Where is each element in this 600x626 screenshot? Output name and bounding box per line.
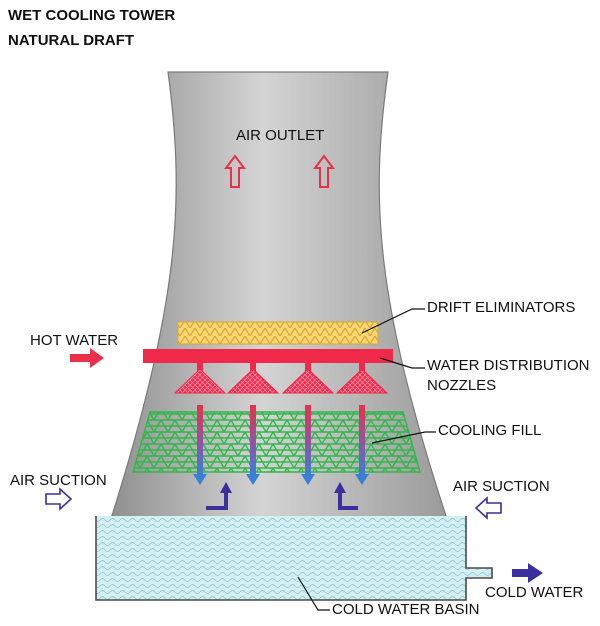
water-flow-arrow — [355, 405, 369, 485]
cooling-fill — [132, 411, 421, 473]
diagram-title: WET COOLING TOWER — [8, 7, 175, 24]
cold-water-label: COLD WATER — [485, 584, 584, 601]
nozzle — [173, 368, 227, 394]
drift-eliminators — [177, 321, 379, 345]
nozzle — [335, 368, 389, 394]
water-flow-arrow — [246, 405, 260, 485]
air-suction-right-arrow — [474, 496, 502, 520]
water-distribution-label: WATER DISTRIBUTION — [427, 357, 590, 374]
cooling-fill-label: COOLING FILL — [438, 422, 541, 439]
cold-water-basin — [95, 516, 493, 601]
air-outlet-label: AIR OUTLET — [236, 127, 324, 144]
air-suction-right-label: AIR SUCTION — [453, 478, 550, 495]
air-outlet-arrow-left — [224, 154, 246, 188]
cold-water-basin-label: COLD WATER BASIN — [332, 601, 480, 618]
air-suction-left-label: AIR SUCTION — [10, 472, 107, 489]
water-flow-arrow — [301, 405, 315, 485]
water-distribution-pipe — [143, 349, 393, 363]
nozzle-group — [173, 363, 389, 394]
air-outlet-arrow-right — [313, 154, 335, 188]
hot-water-label: HOT WATER — [30, 332, 118, 349]
diagram-subtitle: NATURAL DRAFT — [8, 32, 134, 49]
nozzles-label: NOZZLES — [427, 377, 496, 394]
air-suction-left-arrow — [45, 487, 73, 511]
leader-line-nozzles — [379, 357, 425, 369]
air-rising-arrow-left — [206, 482, 232, 510]
air-rising-arrow-right — [334, 482, 358, 510]
leader-line-basin — [297, 576, 330, 611]
drift-eliminators-label: DRIFT ELIMINATORS — [427, 299, 575, 316]
leader-line-drift — [361, 308, 425, 334]
water-flow-arrow — [193, 405, 207, 485]
leader-line-fill — [371, 431, 436, 444]
hot-water-arrow — [70, 348, 104, 368]
water-flow-arrows — [193, 405, 369, 485]
nozzle — [226, 368, 280, 394]
leader-lines — [297, 308, 436, 611]
nozzle — [281, 368, 335, 394]
cold-water-arrow — [512, 563, 543, 583]
